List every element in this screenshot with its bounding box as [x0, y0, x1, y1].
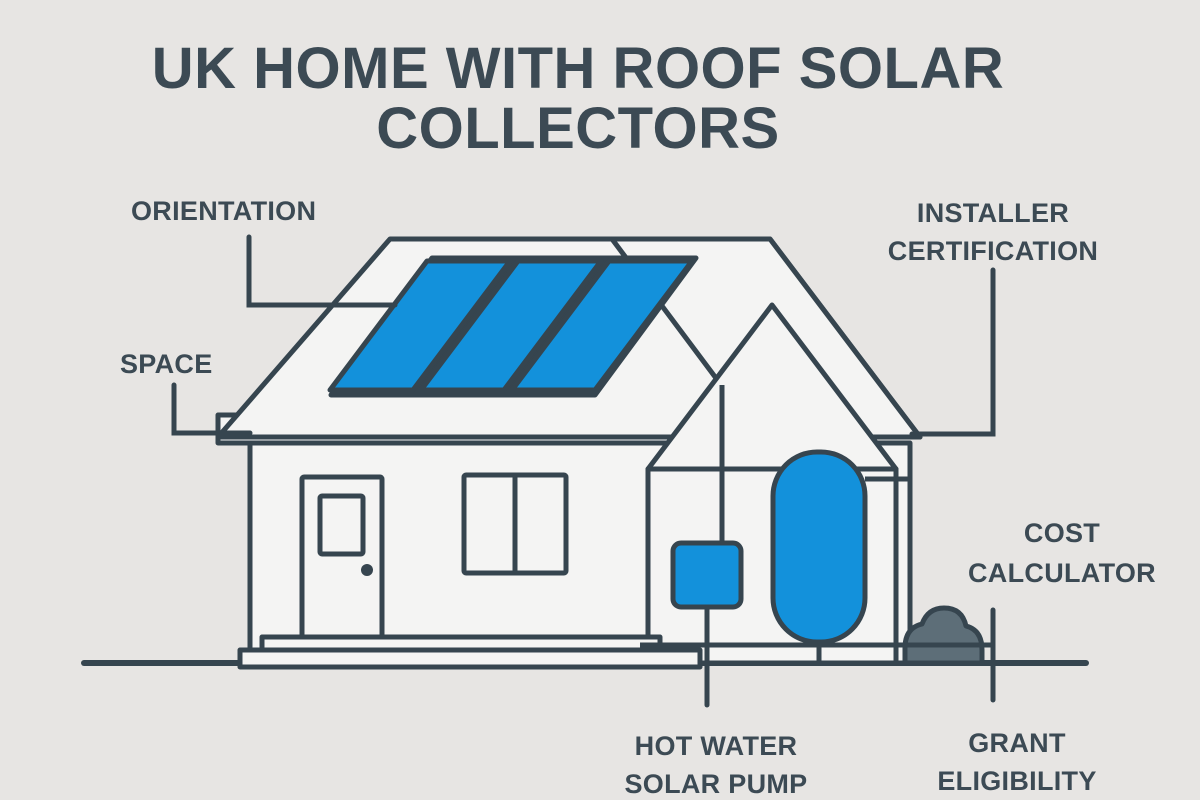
bush-shrub [902, 605, 985, 666]
door-knob-icon[interactable] [361, 564, 373, 576]
label-space-line-1: SPACE [120, 349, 213, 379]
hot-water-tank [770, 449, 868, 645]
label-installer-line-1: INSTALLER [917, 198, 1069, 228]
solar-pump-unit [670, 540, 744, 610]
porch-lower-step [237, 647, 703, 670]
leader-line-installer [909, 267, 996, 437]
pipe-network [640, 385, 910, 663]
page-title: UK HOME WITH ROOF SOLAR COLLECTORS [152, 36, 1004, 161]
label-grant-line-2: ELIGIBILITY [937, 766, 1096, 796]
label-cost-calculator: COST CALCULATOR [968, 518, 1156, 588]
label-orientation-line-1: ORIENTATION [131, 196, 316, 226]
label-grant-eligibility: GRANT ELIGIBILITY [937, 728, 1096, 796]
leader-line-space [171, 382, 253, 436]
front-window [461, 472, 569, 576]
door-window-pane [317, 493, 366, 557]
solar-panel-2 [418, 258, 604, 393]
label-hot-water-line-1: HOT WATER [635, 731, 798, 761]
solar-panel-1 [327, 258, 513, 393]
label-installer-line-2: CERTIFICATION [888, 236, 1098, 266]
leader-line-orientation [246, 234, 398, 308]
solar-panel-3 [509, 258, 695, 393]
label-hot-water-solar-pump: HOT WATER SOLAR PUMP [624, 731, 807, 799]
bush-shape [902, 605, 985, 666]
page-title-line-2: COLLECTORS [376, 96, 780, 161]
label-space: SPACE [120, 349, 213, 379]
porch-step [237, 634, 703, 670]
label-hot-water-line-2: SOLAR PUMP [624, 769, 807, 799]
label-cost-line-1: COST [1024, 518, 1100, 548]
page-title-line-1: UK HOME WITH ROOF SOLAR [152, 36, 1004, 101]
front-door[interactable] [299, 474, 385, 652]
label-installer-certification: INSTALLER CERTIFICATION [888, 198, 1098, 266]
label-orientation: ORIENTATION [131, 196, 316, 226]
label-grant-line-1: GRANT [968, 728, 1066, 758]
solar-collector-array [327, 255, 699, 398]
label-cost-line-2: CALCULATOR [968, 558, 1156, 588]
